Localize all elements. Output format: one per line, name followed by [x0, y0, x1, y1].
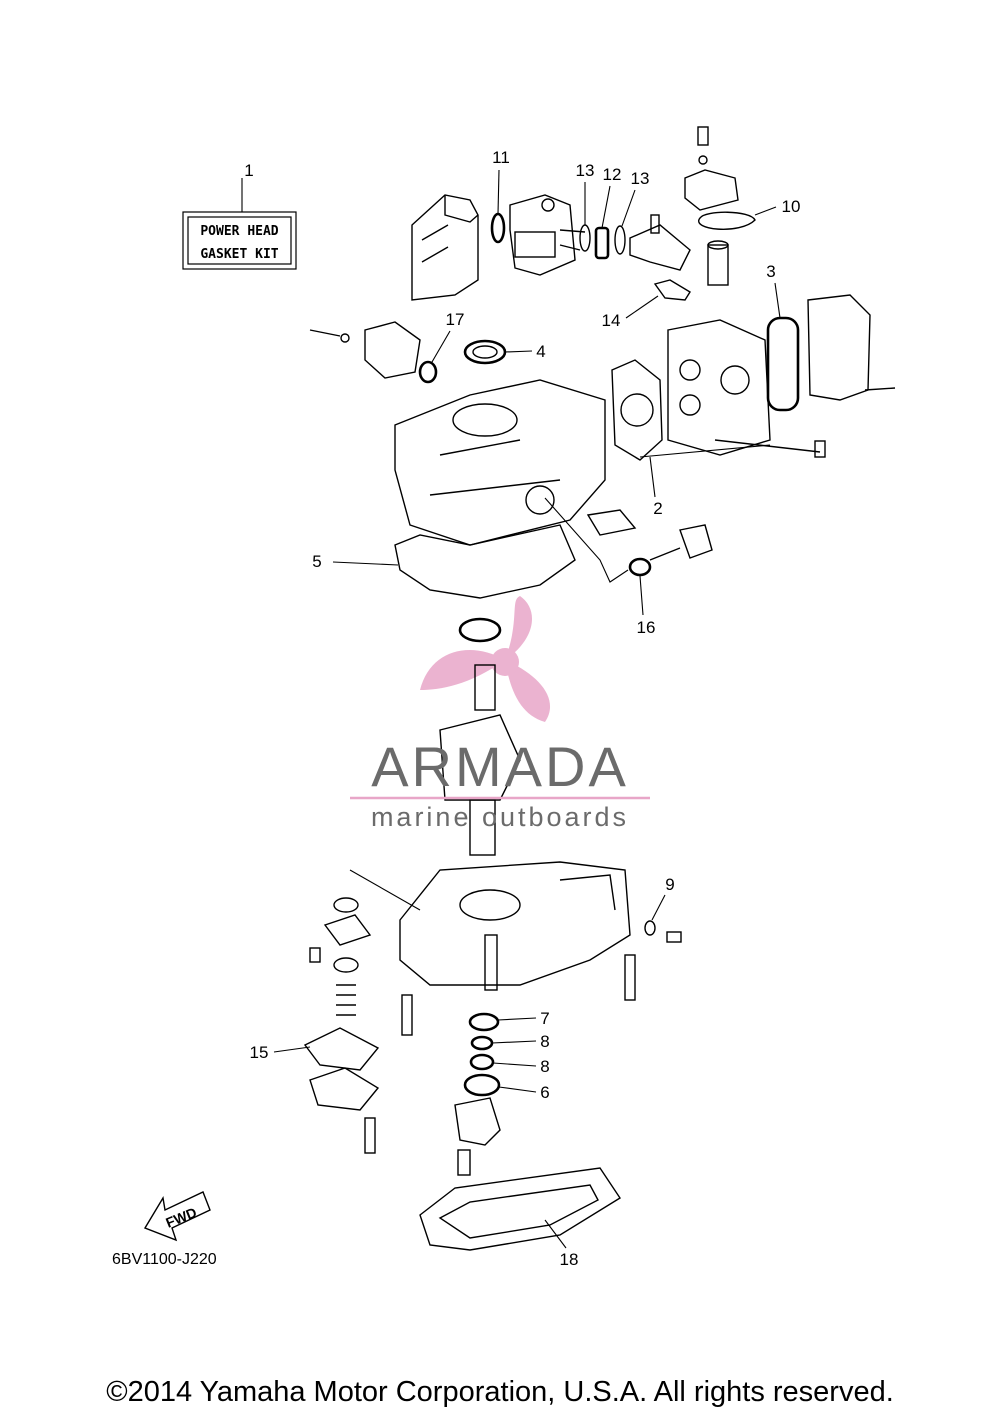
bearing-8-a [470, 1035, 494, 1051]
oil-seal-4 [463, 339, 507, 365]
callout-5: 5 [312, 552, 321, 571]
o-ring-17 [418, 360, 438, 384]
diagram-code: 6BV1100-J220 [112, 1251, 217, 1268]
callout-18: 18 [560, 1250, 579, 1269]
intake-manifold [629, 214, 691, 301]
oil-pump [309, 321, 438, 384]
callout-16: 16 [637, 618, 656, 637]
head-cover-gasket-3 [766, 316, 800, 412]
callout-12: 12 [603, 165, 622, 184]
callout-6: 6 [540, 1083, 549, 1102]
gasket-18 [419, 1167, 621, 1251]
carburetor [509, 194, 586, 276]
watermark-tagline: marine outboards [371, 802, 629, 832]
oil-filler-cap [586, 509, 713, 577]
relief-valve-gasket-15 [303, 1027, 380, 1071]
callout-8a: 8 [540, 1032, 549, 1051]
watermark-brand: ARMADA [371, 735, 629, 798]
thermostat-cover [684, 126, 756, 286]
callout-10: 10 [782, 197, 801, 216]
leader-head-bolt [639, 444, 771, 458]
power-head-gasket-kit-label: POWER HEAD GASKET KIT [182, 178, 297, 270]
callout-8b: 8 [540, 1057, 549, 1076]
crankshaft [439, 617, 521, 856]
callout-9: 9 [665, 875, 674, 894]
cylinder-head-gasket-2 [611, 359, 663, 461]
pressure-relief-valve [303, 897, 380, 1154]
callout-2: 2 [653, 499, 662, 518]
callout-14: 14 [602, 311, 621, 330]
o-ring-11 [490, 212, 506, 244]
watermark-propeller-logo [420, 596, 551, 722]
callout-13b: 13 [631, 169, 650, 188]
cylinder-head [667, 319, 826, 458]
crankcase-gasket-5 [394, 524, 576, 599]
kit-label-line2: GASKET KIT [200, 247, 278, 262]
callout-4: 4 [536, 342, 545, 361]
washer-9 [644, 920, 656, 936]
callout-3: 3 [766, 262, 775, 281]
forward-direction-arrow: FWD [143, 1191, 211, 1242]
callouts: 1 2 3 4 5 6 7 8 8 9 10 11 12 13 13 14 15 [244, 148, 800, 1269]
callout-15: 15 [250, 1043, 269, 1062]
o-ring-16 [628, 557, 652, 577]
oil-seal-7 [468, 1012, 500, 1032]
leader-oil-cap [544, 497, 629, 583]
spacer-12 [594, 226, 610, 260]
callout-1: 1 [244, 161, 253, 180]
gasket-13-a [579, 224, 591, 252]
bearing-8-b [469, 1053, 495, 1071]
callout-7: 7 [540, 1009, 549, 1028]
head-cover [807, 294, 896, 401]
copyright-notice: ©2014 Yamaha Motor Corporation, U.S.A. A… [106, 1376, 894, 1408]
drain-screw [666, 931, 682, 943]
callout-17: 17 [446, 310, 465, 329]
intake-silencer [411, 194, 479, 301]
cylinder-block [394, 379, 606, 546]
kit-label-line1: POWER HEAD [200, 224, 278, 239]
crankcase [349, 861, 636, 1036]
o-ring-6 [463, 1073, 501, 1097]
gasket-13-b [614, 225, 626, 255]
gasket-14 [653, 279, 691, 301]
callout-13a: 13 [576, 161, 595, 180]
oil-strainer-housing [454, 1097, 501, 1176]
callout-11: 11 [492, 148, 510, 167]
gasket-10 [698, 211, 756, 230]
watermark: ARMADA marine outboards [350, 735, 650, 832]
